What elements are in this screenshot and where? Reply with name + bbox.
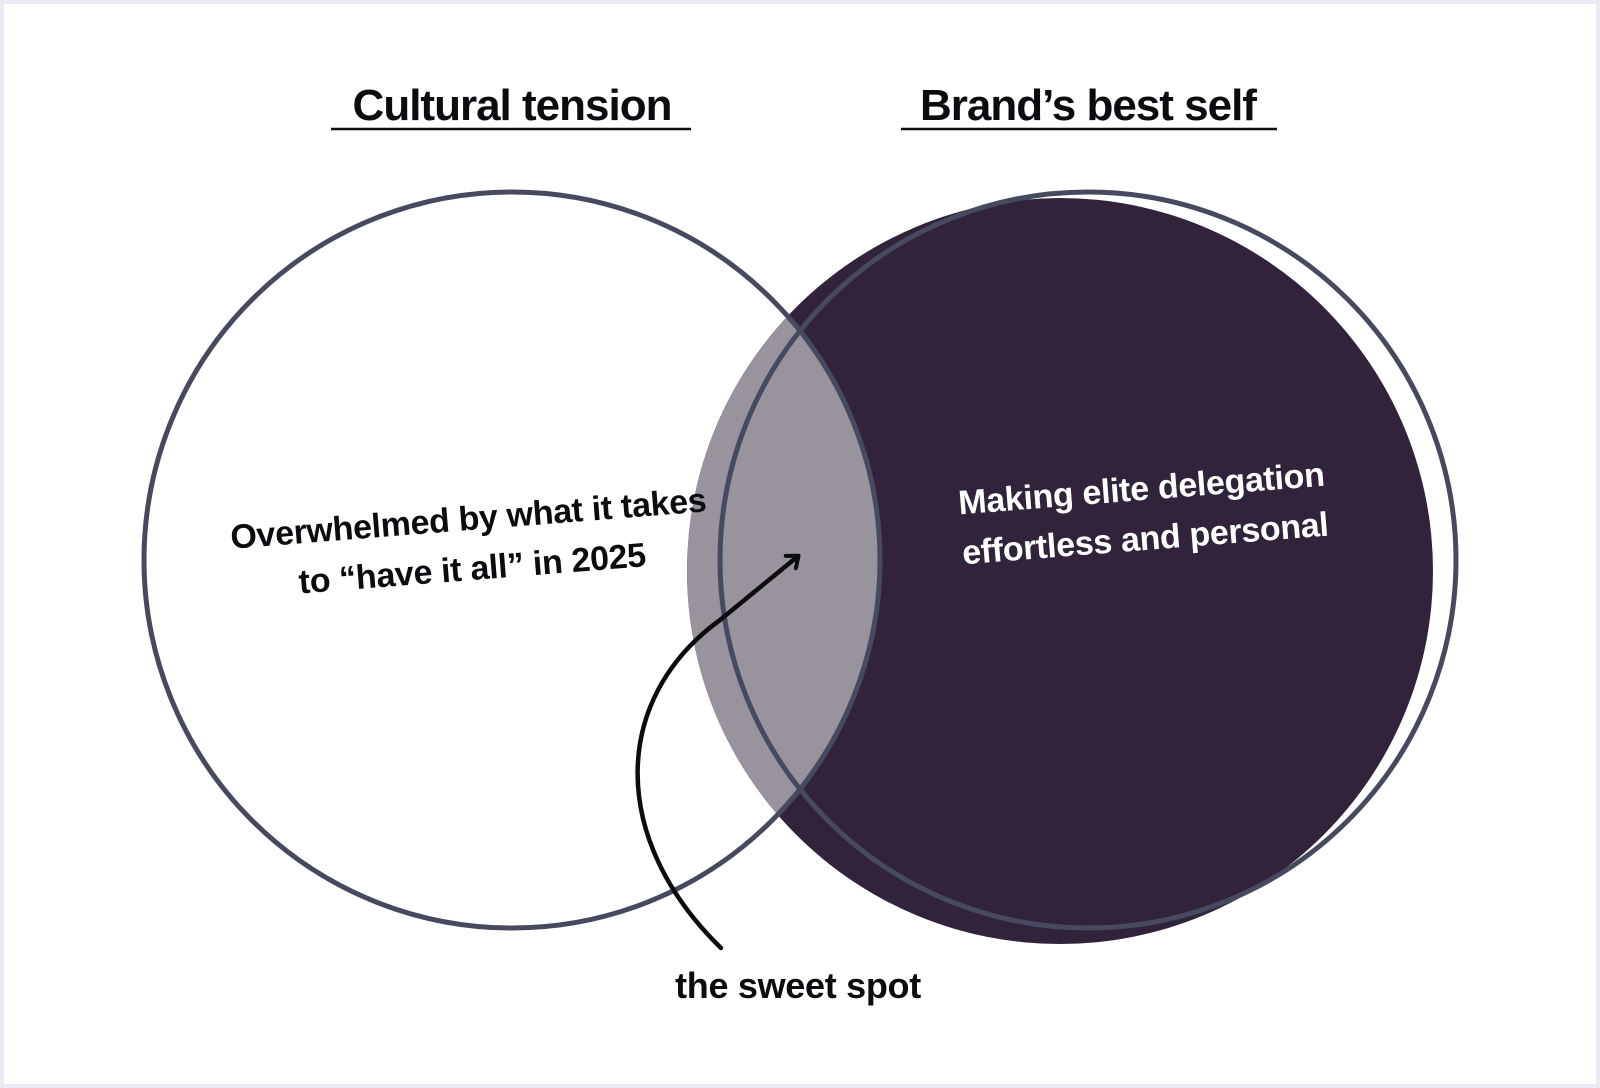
sweet-spot-arrow [635,553,801,951]
brand-best-self-circle [717,189,1459,931]
brand-best-self-heading: Brand’s best self [920,81,1257,130]
cultural-tension-circle [141,189,883,931]
cultural-tension-description: Overwhelmed by what it takes to “have it… [229,481,708,601]
sweet-spot-caption: the sweet spot [675,965,921,1006]
brand-best-self-fill [687,198,1433,944]
cultural-tension-heading: Cultural tension [353,81,672,130]
